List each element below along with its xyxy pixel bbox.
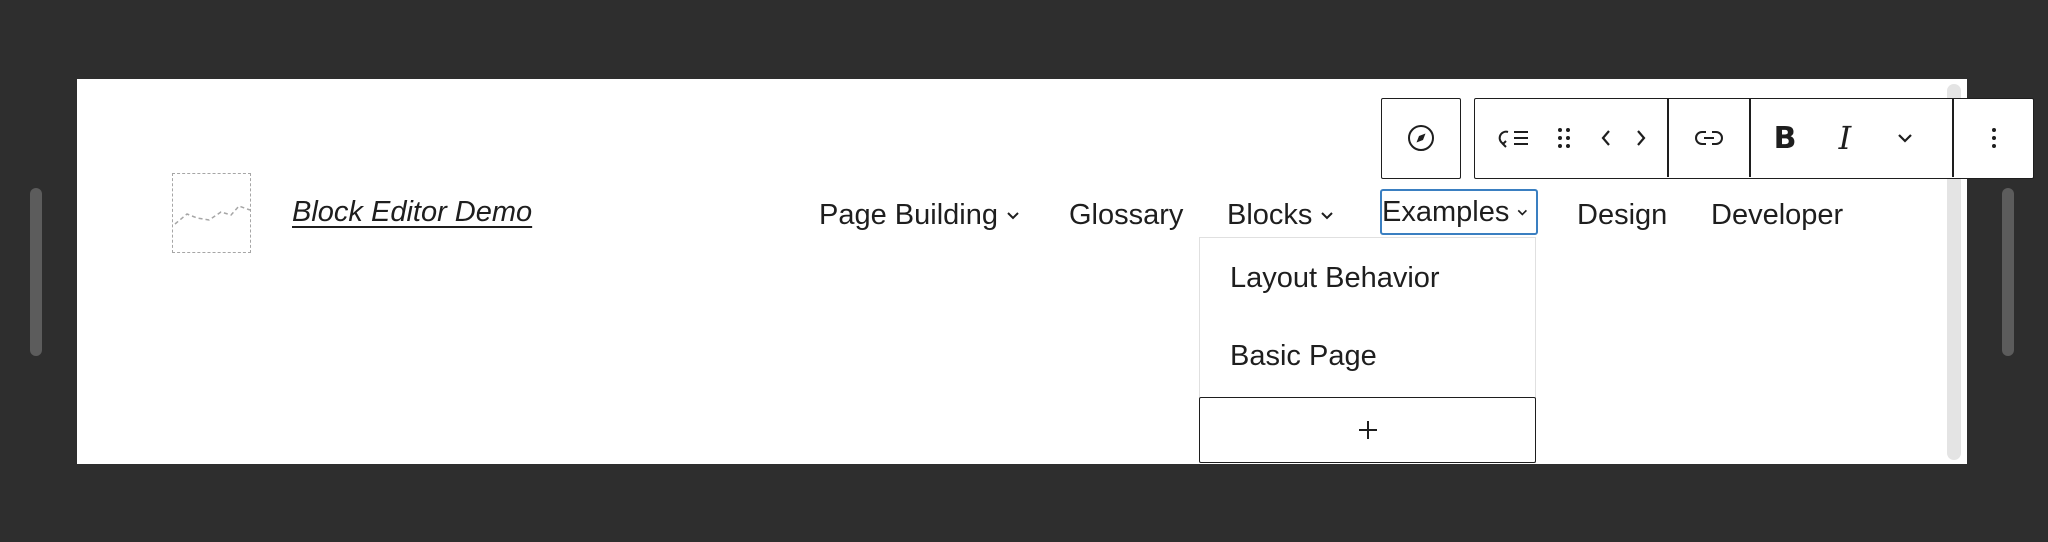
bold-button[interactable]: B: [1755, 99, 1815, 177]
add-submenu-item-button[interactable]: [1199, 397, 1536, 463]
toolbar-divider: [1749, 99, 1751, 177]
list-view-icon: [1498, 130, 1528, 148]
nav-item-label: Design: [1577, 199, 1668, 231]
submenu-item-layout-behavior[interactable]: Layout Behavior: [1230, 262, 1440, 294]
nav-item-page-building[interactable]: Page Building: [819, 197, 1022, 233]
nav-item-label: Examples: [1382, 196, 1510, 228]
link-button[interactable]: [1669, 99, 1749, 177]
nav-item-design[interactable]: Design: [1577, 197, 1667, 233]
chevron-down-icon[interactable]: [1318, 206, 1336, 224]
nav-item-developer[interactable]: Developer: [1711, 197, 1843, 233]
italic-label: I: [1838, 119, 1852, 157]
nav-item-blocks[interactable]: Blocks: [1227, 197, 1336, 233]
more-vertical-icon: [1992, 128, 1996, 148]
left-resize-handle[interactable]: [30, 188, 42, 356]
nav-item-glossary[interactable]: Glossary: [1069, 197, 1183, 233]
plus-icon: [1358, 421, 1377, 439]
image-placeholder-icon: [174, 205, 251, 225]
drag-handle-button[interactable]: [1541, 99, 1587, 177]
nav-item-label: Blocks: [1227, 199, 1313, 231]
compass-icon: [1407, 125, 1434, 151]
nav-item-label: Glossary: [1069, 199, 1184, 231]
site-title[interactable]: Block Editor Demo: [292, 196, 533, 228]
right-resize-handle[interactable]: [2002, 188, 2014, 356]
nav-item-examples[interactable]: Examples: [1380, 189, 1538, 235]
bold-label: B: [1773, 120, 1797, 156]
italic-button[interactable]: I: [1815, 99, 1875, 177]
toolbar-divider: [1952, 99, 1954, 177]
site-logo-placeholder[interactable]: [172, 173, 251, 253]
toolbar-parent-group: [1381, 98, 1461, 179]
block-toolbar: B I: [1474, 98, 2034, 179]
chevron-down-icon: [1898, 134, 1912, 143]
drag-handle-icon: [1558, 128, 1570, 148]
more-formatting-button[interactable]: [1875, 99, 1935, 177]
move-right-button[interactable]: [1623, 99, 1659, 177]
nav-item-label: Page Building: [819, 199, 998, 231]
link-icon: [1695, 131, 1723, 145]
chevron-right-icon: [1637, 130, 1646, 146]
move-left-button[interactable]: [1589, 99, 1623, 177]
chevron-down-icon[interactable]: [1004, 206, 1022, 224]
submenu-item-basic-page[interactable]: Basic Page: [1230, 340, 1377, 372]
nav-item-label: Developer: [1711, 199, 1844, 231]
chevron-down-icon[interactable]: [1515, 203, 1530, 221]
chevron-left-icon: [1601, 130, 1610, 146]
toolbar-divider: [1667, 99, 1669, 177]
select-parent-button[interactable]: [1382, 99, 1459, 177]
block-options-button[interactable]: [1955, 99, 2033, 177]
list-view-button[interactable]: [1485, 99, 1541, 177]
